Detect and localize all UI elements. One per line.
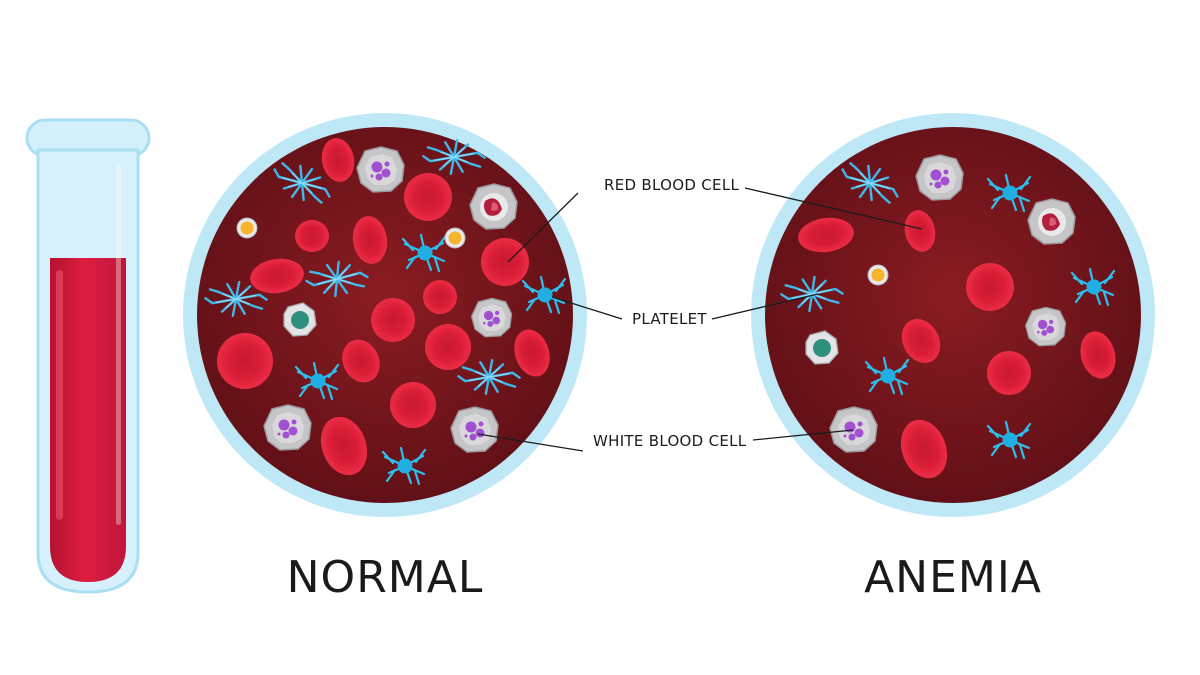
- callout-leader-lines: [477, 187, 923, 452]
- normal-red-blood-cells: [217, 138, 550, 476]
- anemia-blood-sample: [751, 113, 1155, 517]
- label-red-blood-cell: RED BLOOD CELL: [604, 176, 739, 194]
- label-white-blood-cell: WHITE BLOOD CELL: [593, 432, 747, 450]
- caption-normal: NORMAL: [287, 552, 484, 603]
- label-platelet: PLATELET: [632, 310, 707, 328]
- test-tube-illustration: [25, 118, 151, 594]
- caption-anemia: ANEMIA: [864, 552, 1042, 603]
- normal-blood-sample: [183, 113, 587, 517]
- anemia-red-blood-cells: [798, 210, 1116, 479]
